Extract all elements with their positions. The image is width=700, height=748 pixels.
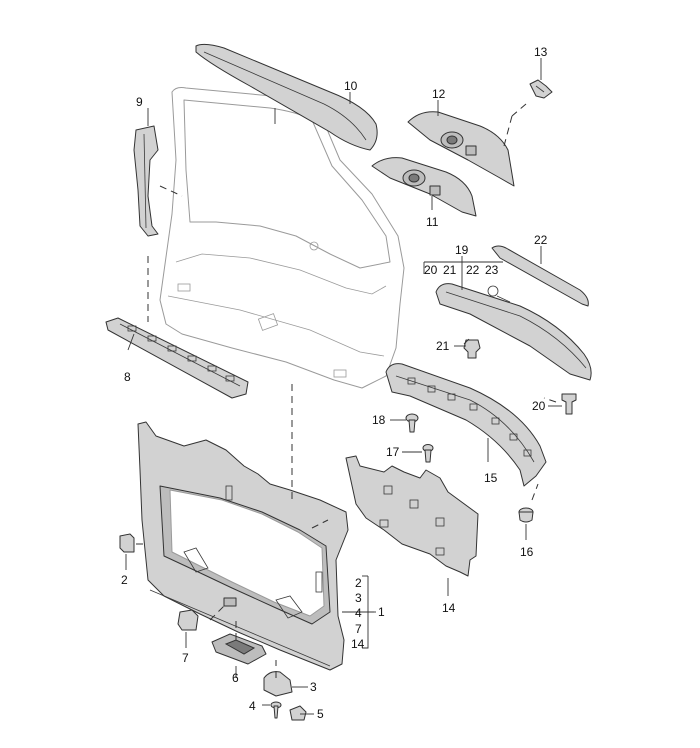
label-group-19-b: 21 (443, 263, 457, 277)
label-part-4: 4 (249, 699, 256, 713)
callout-labels: 10 12 11 13 9 22 19 20 21 22 23 21 20 8 … (121, 45, 548, 721)
part-2-clip (119, 533, 135, 553)
part-16-nut (518, 507, 534, 523)
part-3-handle-cover (263, 671, 293, 697)
label-part-19: 19 (455, 243, 469, 257)
label-part-10: 10 (344, 79, 358, 93)
part-21-clip (463, 339, 481, 359)
assembly-lines (136, 103, 557, 678)
part-1-lower-trim (137, 421, 349, 671)
label-part-6: 6 (232, 671, 239, 685)
label-group-19-c: 22 (466, 263, 480, 277)
part-13-clip (529, 79, 553, 99)
part-8-rail (105, 317, 249, 399)
part-10-upper-trim (195, 43, 378, 151)
part-9-pillar-trim (133, 125, 159, 237)
part-19-trim-panel (435, 283, 592, 381)
label-part-12: 12 (432, 87, 446, 101)
label-part-8: 8 (124, 370, 131, 384)
label-part-15: 15 (484, 471, 498, 485)
label-group-19-d: 23 (485, 263, 499, 277)
tailgate-frame (159, 87, 405, 389)
label-part-17: 17 (386, 445, 400, 459)
part-20-clip (561, 393, 577, 415)
label-part-22: 22 (534, 233, 548, 247)
part-5-clip (289, 705, 307, 721)
label-part-11: 11 (426, 215, 439, 229)
label-part-13: 13 (534, 45, 548, 59)
label-group-1-b: 3 (355, 591, 362, 605)
part-6-handle-plate (211, 633, 267, 665)
part-11-speaker-cover (371, 157, 477, 217)
part-12-speaker-cover (407, 111, 515, 187)
label-group-1-c: 4 (355, 606, 362, 620)
part-23-tape (487, 285, 511, 303)
label-part-2: 2 (121, 573, 128, 587)
part-15-bracket (385, 363, 547, 487)
label-part-16: 16 (520, 545, 534, 559)
part-4-screw (270, 701, 282, 719)
part-22-strip (491, 245, 589, 307)
label-part-18: 18 (372, 413, 386, 427)
part-17-screw (422, 444, 434, 463)
label-group-1-e: 14 (351, 637, 365, 651)
label-part-3: 3 (310, 680, 317, 694)
label-part-1: 1 (378, 605, 385, 619)
label-group-1-a: 2 (355, 576, 362, 590)
label-part-9: 9 (136, 95, 143, 109)
label-part-7: 7 (182, 651, 189, 665)
part-18-screw (405, 413, 419, 433)
leader-lines (125, 58, 562, 715)
part-14-insulation (345, 455, 479, 577)
bracket-slots (407, 377, 532, 457)
label-part-20: 20 (532, 399, 546, 413)
label-part-14: 14 (442, 601, 456, 615)
label-part-5: 5 (317, 707, 324, 721)
label-part-21: 21 (436, 339, 450, 353)
label-group-1-d: 7 (355, 622, 362, 636)
part-7-cap (177, 609, 199, 631)
rail-clips (127, 325, 235, 382)
label-group-19-a: 20 (424, 263, 438, 277)
